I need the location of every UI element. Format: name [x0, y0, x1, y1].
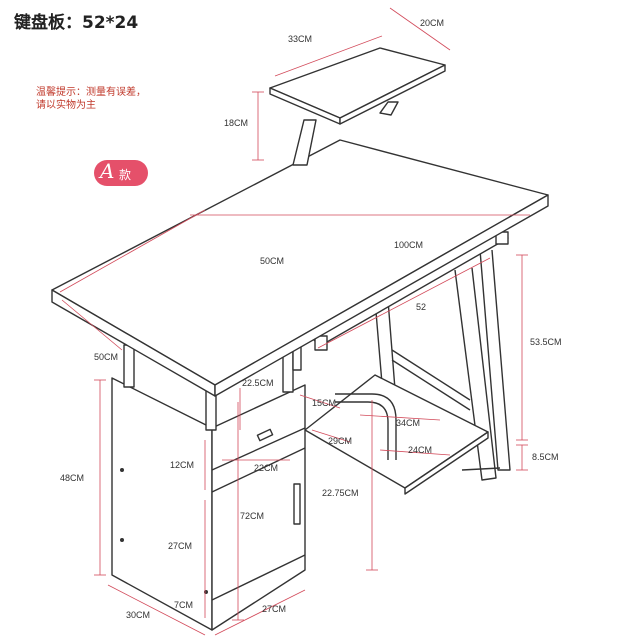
keyboard-tray-title: 键盘板：52*24 — [14, 13, 139, 33]
dim-cabinet-width: 27CM — [262, 604, 287, 614]
dim-cabinet-depth: 30CM — [126, 610, 151, 620]
dim-keyboard-length: 52 — [416, 302, 427, 312]
monitor-shelf — [269, 47, 446, 166]
badge-text: 款 — [119, 168, 132, 182]
desktop — [51, 139, 549, 397]
dim-drawer-gap: 15CM — [312, 398, 337, 408]
note-line-1: 温馨提示：测量有误差， — [36, 87, 146, 98]
dim-shelf-inner: 34CM — [396, 418, 421, 428]
dim-desk-length: 100CM — [394, 240, 424, 250]
dim-base-height: 7CM — [174, 600, 194, 610]
dim-side-height: 53.5CM — [530, 337, 562, 347]
dim-foot-height: 8.5CM — [532, 452, 559, 462]
note-line-2: 请以实物为主 — [36, 100, 96, 111]
model-badge: A 款 — [94, 159, 148, 186]
dim-shelf-width: 33CM — [288, 34, 313, 44]
dim-cross-depth: 29CM — [328, 436, 353, 446]
dim-shelf-depth: 20CM — [420, 18, 445, 28]
dim-door-height: 27CM — [168, 541, 193, 551]
dim-inner-height: 22.75CM — [322, 488, 359, 498]
dim-desk-depth: 50CM — [260, 256, 285, 266]
dim-total-height: 72CM — [240, 511, 265, 521]
dim-drawer-width: 22CM — [254, 463, 279, 473]
measurement-note: 温馨提示：测量有误差， 请以实物为主 — [36, 86, 146, 112]
dim-shelf-height: 18CM — [224, 118, 249, 128]
cabinet — [111, 377, 306, 631]
curved-support — [335, 401, 389, 460]
dimension-lines — [59, 7, 530, 636]
dim-cabinet-height: 48CM — [60, 473, 85, 483]
dim-bottom-shelf: 24CM — [408, 445, 433, 455]
dim-leg-gap: 50CM — [94, 352, 119, 362]
dim-drawer-height: 12CM — [170, 460, 195, 470]
dim-post-height: 22.5CM — [242, 378, 274, 388]
badge-letter: A — [100, 159, 115, 183]
